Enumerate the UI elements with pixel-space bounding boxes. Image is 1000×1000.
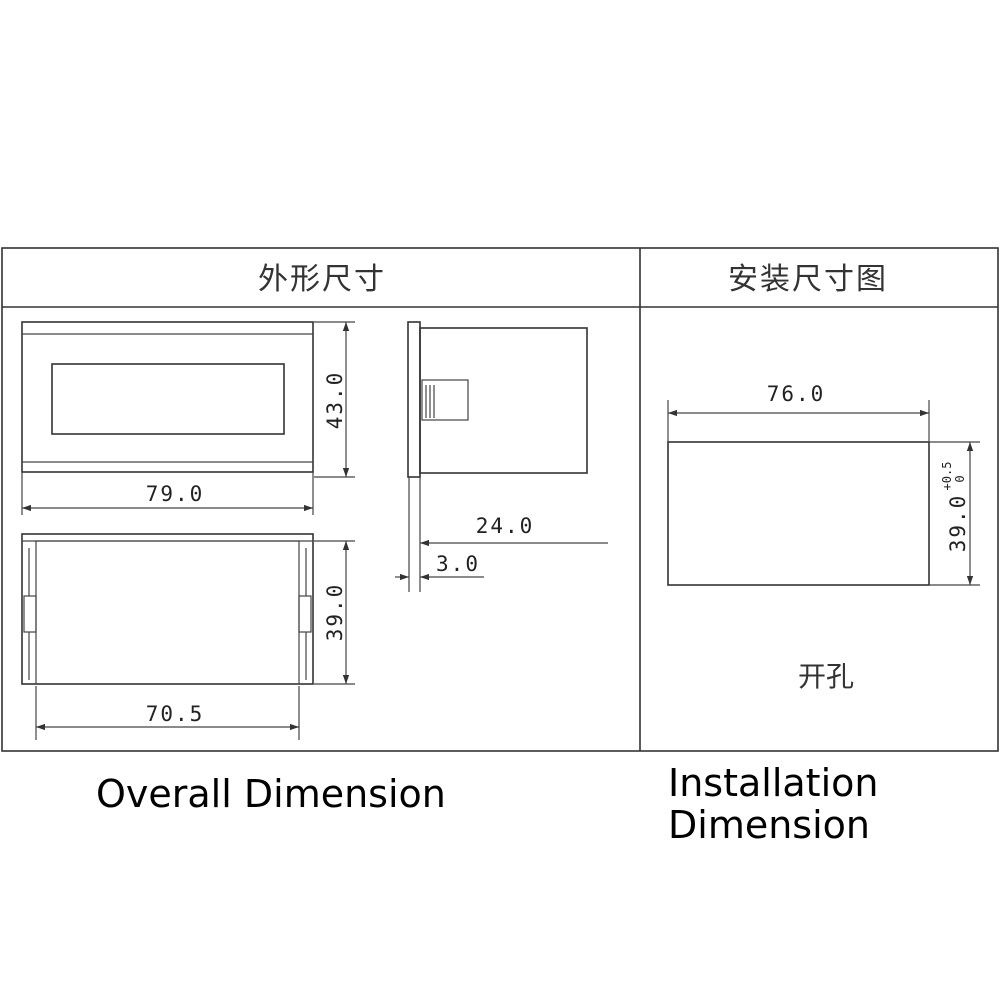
front-height-label: 43.0 [323,371,347,430]
cutout-tolerance-upper: +0.5 [940,462,954,491]
display-window [51,363,285,435]
cutout-rect [667,441,930,586]
side-view [407,321,588,478]
install-header: 安装尺寸图 [728,262,888,297]
side-depth-label: 24.0 [476,514,535,538]
install-caption-line1: Installation [668,761,879,805]
back-view [21,533,314,685]
overall-caption: Overall Dimension [96,772,446,816]
side-connector [421,379,469,421]
install-caption-line2: Dimension [668,803,870,847]
back-width-label: 70.5 [146,702,205,726]
cutout-width-label: 76.0 [767,382,826,406]
overall-header: 外形尺寸 [258,262,386,297]
side-body [419,327,588,474]
back-height-label: 39.0 [323,583,347,642]
clip-left [23,595,37,633]
cutout-height-label: 39.0 [946,494,970,553]
front-view [21,321,314,473]
clip-right [298,595,312,633]
front-width-label: 79.0 [146,482,205,506]
cutout-label: 开孔 [798,660,854,693]
side-flange-label: 3.0 [436,552,480,576]
cutout-tolerance-lower: 0 [953,475,967,482]
drawing-frame [1,247,999,752]
side-flange [407,321,421,478]
